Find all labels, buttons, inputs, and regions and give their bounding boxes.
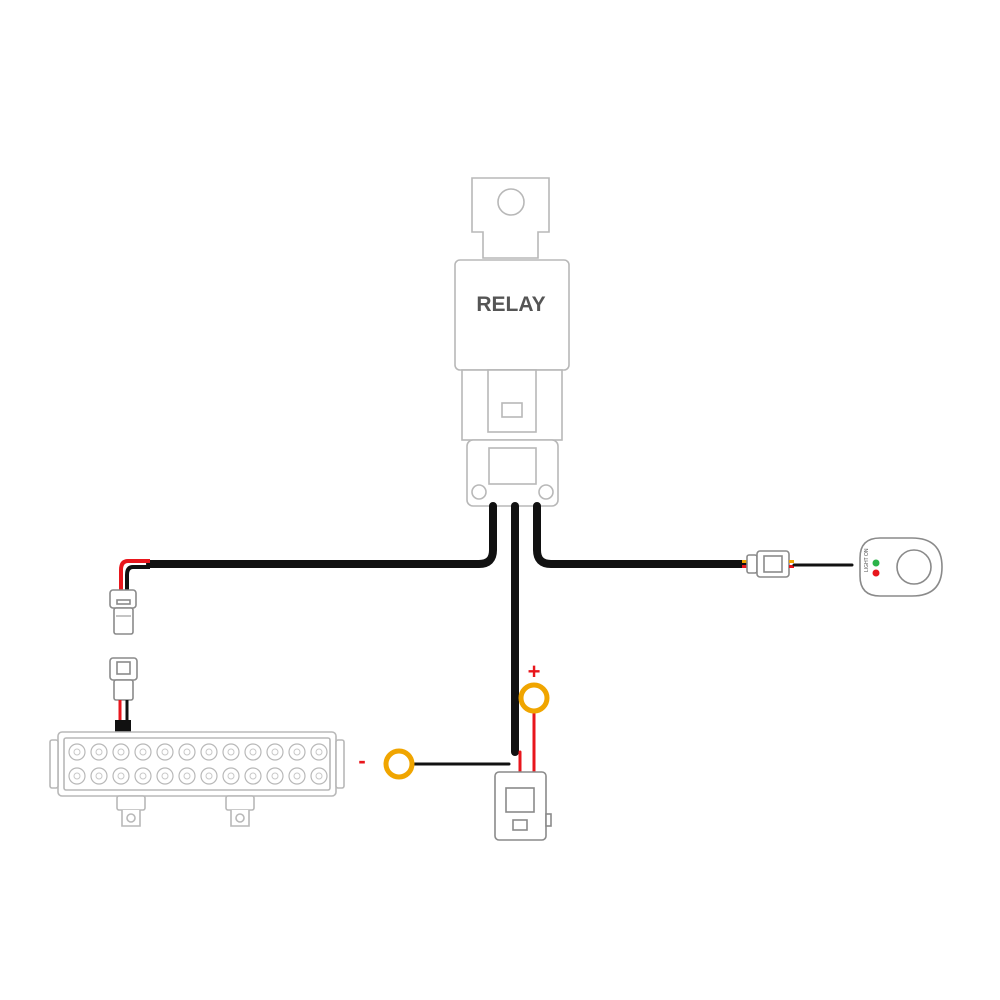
led-lens [90,767,108,785]
led-chip [161,748,169,756]
led-chip [73,748,81,756]
led-lens [266,743,284,761]
led-chip [139,772,147,780]
led-chip [293,772,301,780]
led-lens [134,767,152,785]
led-chip [95,748,103,756]
led-chip [117,772,125,780]
led-chip [315,772,323,780]
negative-sign: - [358,748,365,773]
led-lens [90,743,108,761]
led-lens [266,767,284,785]
led-lens [222,767,240,785]
led-lens [68,767,86,785]
negative-ring-terminal[interactable] [383,748,415,780]
led-indicator-off [872,569,880,577]
mount-bracket-left [116,795,146,827]
led-lens [244,743,262,761]
led-chip [249,748,257,756]
led-chip [183,748,191,756]
led-lens [310,767,328,785]
led-lens [200,743,218,761]
on-off-switch[interactable]: LIGHT ON [859,537,943,597]
led-lens [288,743,306,761]
led-chip [227,772,235,780]
positive-sign: + [528,659,541,684]
led-lens [156,767,174,785]
led-chip [205,748,213,756]
switch-connector[interactable] [742,550,794,578]
led-indicator-on [872,559,880,567]
led-chip [117,748,125,756]
led-chip [249,772,257,780]
switch-label: LIGHT ON [864,548,870,572]
led-chip [315,748,323,756]
fuse-holder[interactable] [494,771,552,841]
led-chip [73,772,81,780]
led-array [68,743,328,785]
led-lens [200,767,218,785]
led-lens [112,767,130,785]
light-bar-connector-male[interactable] [109,589,137,635]
led-chip [161,772,169,780]
relay-label: RELAY [476,293,545,316]
wire-to-light-bar [146,502,497,568]
led-lens [244,767,262,785]
led-chip [205,772,213,780]
led-lens [178,743,196,761]
light-bar-connector-female[interactable] [109,657,138,732]
led-chip [139,748,147,756]
led-chip [183,772,191,780]
led-lens [310,743,328,761]
led-chip [271,748,279,756]
led-lens [134,743,152,761]
wire-to-switch [533,502,749,568]
led-lens [112,743,130,761]
led-lens [156,743,174,761]
relay: RELAY [454,177,570,507]
led-lens [68,743,86,761]
led-lens [178,767,196,785]
led-light-bar [49,731,345,827]
positive-ring-terminal[interactable] [518,682,550,714]
led-chip [227,748,235,756]
led-chip [293,748,301,756]
switch-button[interactable] [896,549,932,585]
led-lens [222,743,240,761]
light-bar-connector-lead [119,559,150,590]
led-chip [95,772,103,780]
led-lens [288,767,306,785]
led-chip [271,772,279,780]
mount-bracket-right [225,795,255,827]
